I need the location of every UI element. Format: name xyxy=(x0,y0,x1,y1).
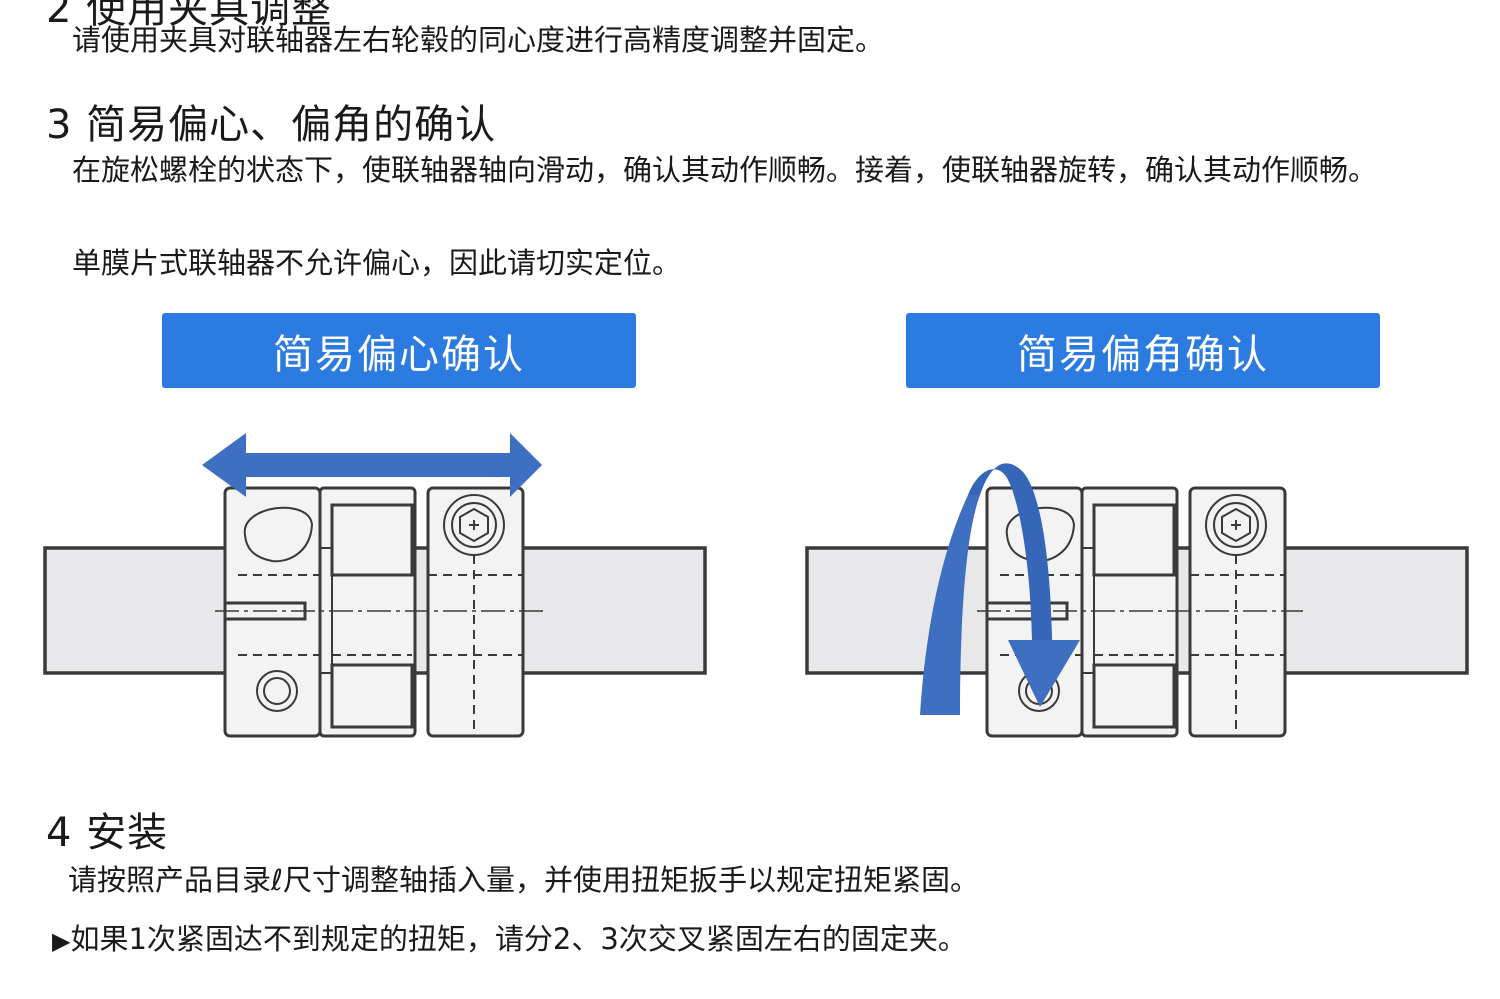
section-4-note-text: 如果1次紧固达不到规定的扭矩，请分2、3次交叉紧固左右的固定夹。 xyxy=(70,922,967,956)
section-4-text: 请按照产品目录ℓ尺寸调整轴插入量，并使用扭矩扳手以规定扭矩紧固。 xyxy=(68,863,979,897)
section-4-heading: 4 安装 xyxy=(46,810,169,856)
section-3-heading: 3 简易偏心、偏角的确认 xyxy=(46,102,497,148)
hub-middle xyxy=(318,486,417,738)
eccentric-check-banner: 简易偏心确认 xyxy=(162,313,636,388)
section-2-text: 请使用夹具对联轴器左右轮毂的同心度进行高精度调整并固定。 xyxy=(72,23,885,57)
section-3-text-1: 在旋松螺栓的状态下，使联轴器轴向滑动，确认其动作顺畅。接着，使联轴器旋转，确认其… xyxy=(72,153,1378,187)
rotate-arrow-icon xyxy=(920,463,1080,715)
double-arrow-icon xyxy=(202,433,542,497)
triangle-marker-icon: ▶ xyxy=(52,927,71,955)
hub-right xyxy=(1188,486,1287,738)
section-4-note: ▶如果1次紧固达不到规定的扭矩，请分2、3次交叉紧固左右的固定夹。 xyxy=(52,919,967,961)
hub-middle xyxy=(1080,486,1179,738)
hub-right xyxy=(426,486,525,738)
section-3-text-2: 单膜片式联轴器不允许偏心，因此请切实定位。 xyxy=(72,246,682,280)
angle-check-diagram xyxy=(805,463,1469,738)
angle-check-banner: 简易偏角确认 xyxy=(906,313,1380,388)
section-2-heading: 2 使用夹具调整 xyxy=(46,0,333,32)
eccentric-check-diagram xyxy=(43,433,707,738)
hub-left xyxy=(223,486,322,738)
